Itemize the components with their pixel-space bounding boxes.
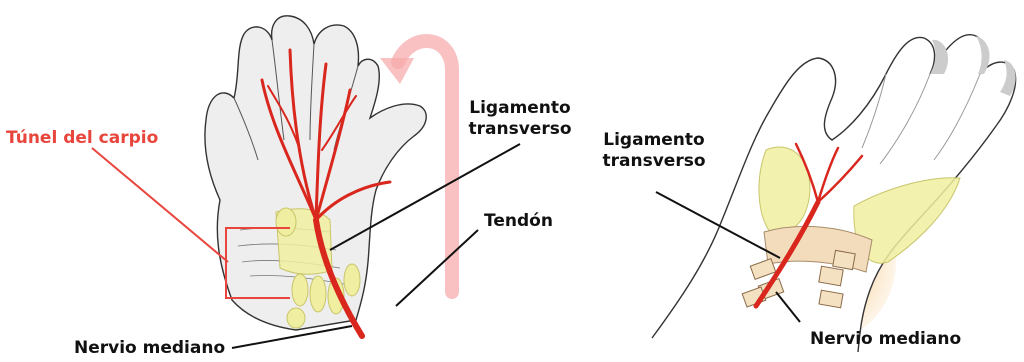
left-tendon [276,208,296,236]
left-tendon [287,308,305,328]
left-tendon [292,274,308,306]
label-right-ligamento-transverso: Ligamento transverso [596,130,712,172]
label-right-ligamento-line2: transverso [596,151,712,172]
left-tendon [344,264,360,296]
label-left-nervio-mediano: Nervio mediano [74,338,225,359]
motion-arrow [398,41,452,292]
motion-arrow-head [380,58,414,84]
label-tunel-del-carpio: Túnel del carpio [6,128,158,149]
label-left-ligamento-transverso: Ligamento transverso [462,98,578,140]
label-right-ligamento-line1: Ligamento [596,130,712,151]
left-tendon [310,276,326,312]
label-right-nervio-mediano: Nervio mediano [810,329,961,350]
right-hand-illustration [652,35,1016,352]
label-tendon: Tendón [484,211,553,232]
label-left-ligamento-line2: transverso [462,119,578,140]
label-left-ligamento-line1: Ligamento [462,98,578,119]
